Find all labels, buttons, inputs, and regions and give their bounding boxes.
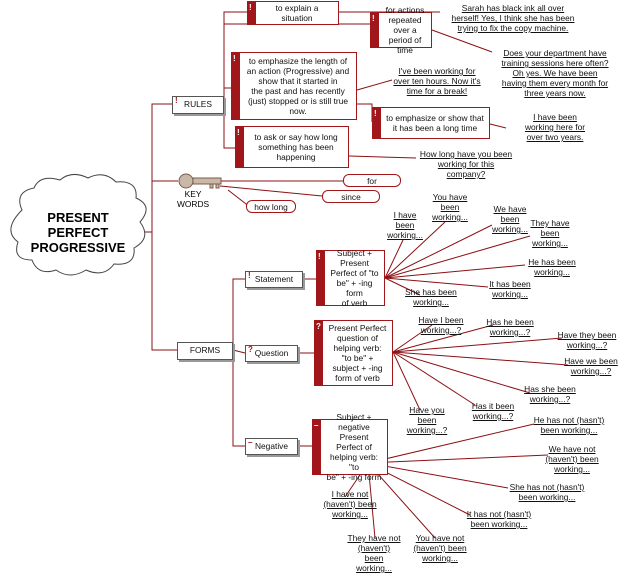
question-example: Has she been working...? [524, 384, 576, 404]
connector [232, 349, 246, 354]
rule-box-length[interactable]: ! to emphasize the length of an action (… [231, 52, 357, 120]
connector [219, 185, 323, 197]
connector [384, 239, 404, 279]
connector [348, 155, 417, 159]
note-icon: ! [372, 14, 375, 23]
connector [232, 278, 245, 350]
note-icon: ? [248, 345, 253, 354]
connector [223, 104, 235, 149]
rules-label: RULES [184, 99, 212, 109]
statement-example: They have been working... [530, 218, 570, 248]
key-icon [178, 173, 222, 189]
statement-example: She has been working... [405, 287, 457, 307]
question-rule[interactable]: ? Present Perfect question of helping ve… [314, 320, 393, 386]
connector [367, 462, 509, 489]
negative-node[interactable]: – Negative [245, 438, 298, 455]
note-icon: – [314, 421, 319, 430]
keywords-label: KEY WORDS [177, 189, 210, 209]
rule-example: I've been working for over ten hours. No… [393, 66, 481, 96]
center-title: PRESENT PERFECT PROGRESSIVE [30, 210, 126, 255]
connector [232, 350, 245, 447]
connector [384, 221, 446, 279]
negative-example: We have not (haven't) been working... [545, 444, 599, 474]
note-icon: ! [248, 271, 251, 280]
connector [367, 462, 436, 539]
rule-box-how-long[interactable]: ! to ask or say how long something has b… [235, 126, 349, 168]
connector [392, 324, 433, 353]
connector [384, 235, 531, 279]
question-example: Have I been working...? [418, 315, 464, 335]
note-icon: ! [318, 252, 321, 261]
negative-example: He has not (hasn't) been working... [533, 415, 605, 435]
forms-node[interactable]: FORMS [177, 342, 233, 360]
negative-rule[interactable]: – Subject + negative Present Perfect of … [312, 412, 388, 482]
note-icon: – [248, 438, 253, 447]
connector [392, 351, 421, 411]
connector [151, 232, 177, 351]
rule-box-repeated[interactable]: ! for actions repeated over a period of … [370, 5, 432, 55]
question-example: Has he been working...? [486, 317, 534, 337]
statement-example: It has been working... [489, 279, 531, 299]
note-icon: ! [175, 96, 178, 105]
statement-example: We have been working... [492, 204, 528, 234]
negative-example: You have not (haven't) been working... [413, 533, 467, 563]
statement-example: He has been working... [528, 257, 576, 277]
connector [151, 180, 178, 232]
connector [367, 454, 549, 464]
rule-example: Sarah has black ink all over herself! Ye… [451, 3, 575, 33]
rule-box-explain[interactable]: ! to explain a situation [247, 1, 339, 25]
connector [384, 277, 489, 288]
statement-rule[interactable]: ! Subject + Present Perfect of "to be" +… [316, 248, 385, 308]
cloud-shape [10, 174, 147, 276]
question-example: Has it been working...? [471, 401, 515, 421]
note-icon: ? [316, 322, 321, 331]
question-example: Have they been working...? [557, 330, 617, 350]
connector [489, 123, 507, 129]
statement-example: You have been working... [432, 192, 468, 222]
connector [356, 79, 393, 91]
negative-example: She has not (hasn't) been working... [509, 482, 585, 502]
connector [384, 264, 526, 279]
negative-example: I have not (haven't) been working... [323, 489, 377, 519]
keyword-for[interactable]: for [343, 174, 401, 187]
rule-example: How long have you been working for this … [419, 149, 513, 179]
rule-box-long-time[interactable]: ! to emphasize or show that it has been … [372, 107, 490, 139]
note-icon: ! [233, 54, 236, 63]
note-icon: ! [249, 3, 252, 12]
negative-example: They have not (haven't) been working... [347, 533, 401, 573]
connector [392, 337, 563, 353]
connector [392, 351, 569, 366]
question-example: Have we been working...? [564, 356, 618, 376]
connector [367, 423, 535, 464]
question-example: Have you been working...? [406, 405, 448, 435]
note-icon: ! [374, 109, 377, 118]
statement-example: I have been working... [387, 210, 423, 240]
question-node[interactable]: ? Question [245, 345, 298, 362]
note-icon: ! [237, 128, 240, 137]
negative-example: It has not (hasn't) been working... [466, 509, 532, 529]
connector [384, 224, 493, 279]
statement-node[interactable]: ! Statement [245, 271, 303, 288]
rules-node[interactable]: ! RULES [172, 96, 224, 114]
connector [392, 351, 476, 406]
connector [223, 11, 247, 104]
connector [384, 277, 421, 296]
connector [392, 324, 494, 353]
keyword-since[interactable]: since [322, 190, 380, 203]
connector [367, 462, 376, 539]
connector [392, 351, 531, 394]
connector [431, 29, 493, 53]
rule-example: I have been working here for over two ye… [524, 112, 586, 142]
forms-label: FORMS [189, 345, 221, 355]
keyword-how-long[interactable]: how long [246, 200, 296, 213]
rule-example: Does your department have training sessi… [501, 48, 609, 98]
